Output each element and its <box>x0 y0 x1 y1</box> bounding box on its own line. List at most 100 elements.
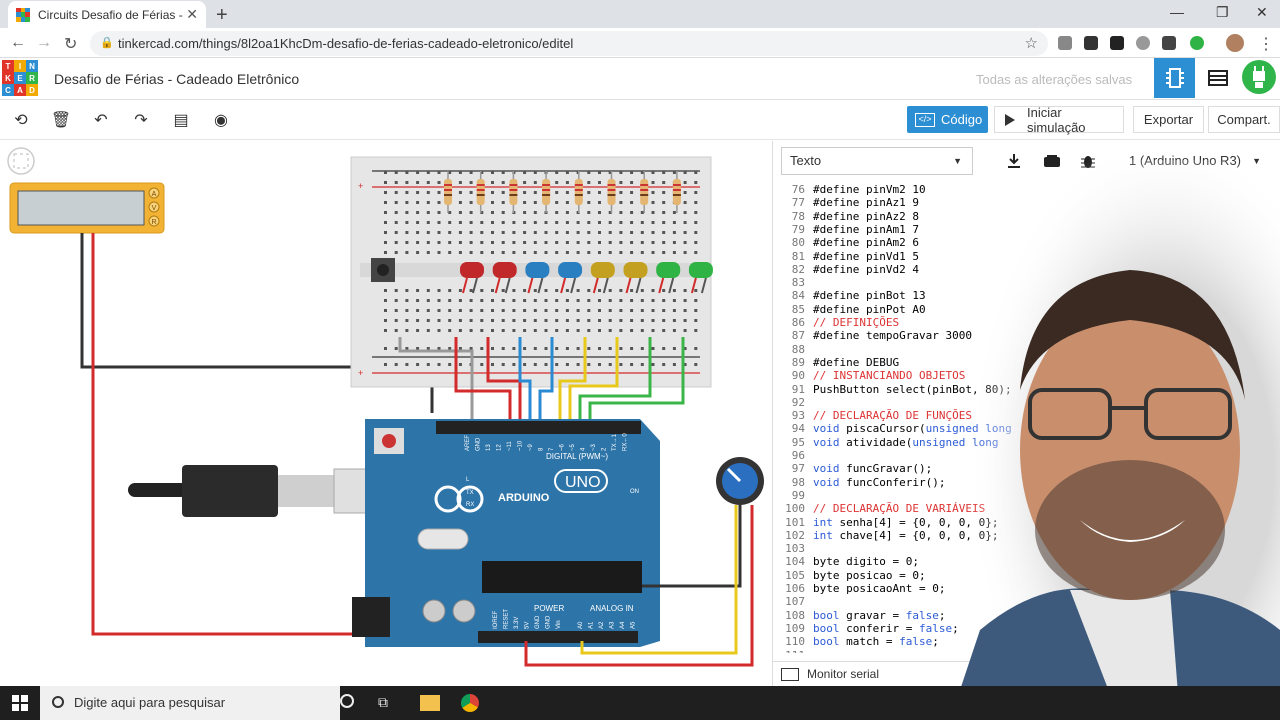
breadboard-hole <box>662 231 666 234</box>
wire-pot-yellow[interactable] <box>580 505 738 655</box>
led[interactable] <box>558 262 583 294</box>
resistor[interactable] <box>672 171 681 213</box>
extension-circle-icon[interactable] <box>1136 36 1150 50</box>
breadboard-hole <box>469 299 473 302</box>
taskbar-search[interactable]: Digite aqui para pesquisar <box>40 686 340 720</box>
wire-green-1[interactable] <box>578 337 652 427</box>
led[interactable] <box>656 262 681 294</box>
extension-pen-icon[interactable] <box>1162 36 1176 50</box>
start-simulation-button[interactable]: Iniciar simulação <box>994 105 1124 135</box>
taskview-icon[interactable]: ⧉ <box>378 694 388 710</box>
minimize-icon[interactable]: — <box>1170 4 1184 20</box>
profile-avatar[interactable] <box>1226 34 1244 52</box>
notes-icon[interactable]: ▤ <box>173 112 189 129</box>
windows-icon[interactable] <box>12 695 28 711</box>
resistor[interactable] <box>444 171 452 213</box>
back-icon[interactable]: ← <box>10 34 26 51</box>
extension-pocket-icon[interactable] <box>1084 36 1098 50</box>
component-list-button[interactable] <box>1198 58 1238 98</box>
pin-label: ~3 <box>591 443 597 451</box>
led[interactable] <box>590 262 615 294</box>
code-token: ; <box>938 608 946 622</box>
wire-black[interactable] <box>80 233 434 413</box>
user-avatar[interactable] <box>1242 60 1276 94</box>
redo-icon[interactable]: ↷ <box>134 112 148 129</box>
wire-pot-red[interactable] <box>524 505 754 667</box>
pin-label: A4 <box>620 621 626 629</box>
wire-pot-black[interactable] <box>642 505 742 588</box>
breadboard-hole <box>683 171 687 174</box>
code-button[interactable]: </> Código <box>907 106 988 133</box>
breadboard-hole <box>598 211 601 214</box>
breadboard-hole <box>512 289 516 292</box>
extension-drive-icon[interactable] <box>1058 36 1072 50</box>
fit-view-icon[interactable] <box>7 147 35 175</box>
maximize-icon[interactable]: ❐ <box>1216 4 1229 20</box>
resistor[interactable] <box>574 171 583 213</box>
cortana-icon[interactable] <box>340 694 354 708</box>
wire-green-2[interactable] <box>588 337 685 427</box>
extension-terminal-icon[interactable] <box>1110 36 1124 50</box>
arduino-uno[interactable]: ARDUINO UNO DIGITAL (PWM~) POWER ANALOG … <box>352 419 660 647</box>
wire-red-2[interactable] <box>486 337 522 427</box>
breadboard-hole <box>651 181 655 184</box>
potentiometer[interactable] <box>716 457 764 505</box>
resistor[interactable] <box>476 171 485 213</box>
led[interactable] <box>492 262 517 294</box>
resistor[interactable] <box>607 171 616 213</box>
breadboard-hole <box>501 319 505 322</box>
circuit-canvas[interactable]: A V R + + <box>0 141 772 686</box>
led[interactable] <box>525 262 550 294</box>
circuit-view-button[interactable] <box>1154 58 1195 98</box>
led[interactable] <box>623 262 648 294</box>
breadboard-hole <box>640 299 644 302</box>
code-mode-select[interactable]: Texto ▼ <box>781 147 973 175</box>
export-button[interactable]: Exportar <box>1133 106 1204 133</box>
wire-yellow-2[interactable] <box>568 337 619 427</box>
resistor[interactable] <box>542 171 551 213</box>
breadboard-hole <box>619 211 623 214</box>
wire-blue-1[interactable] <box>518 337 532 427</box>
multimeter[interactable]: A V R <box>9 182 165 234</box>
led[interactable] <box>460 262 484 294</box>
star-icon[interactable]: ☆ <box>1024 35 1038 52</box>
resistor[interactable] <box>509 171 518 213</box>
close-window-icon[interactable]: ✕ <box>1256 4 1268 20</box>
browser-tab[interactable]: Circuits Desafio de Férias - Cadeado Ele… <box>8 1 206 28</box>
delete-icon[interactable]: 🗑 <box>50 112 72 129</box>
wire-yellow-1[interactable] <box>558 337 587 427</box>
extension-green-icon[interactable] <box>1190 36 1204 50</box>
url-field[interactable]: 🔒 tinkercad.com/things/8l2oa1KhcDm-desaf… <box>90 31 1048 56</box>
breadboard-hole <box>672 171 676 174</box>
tab-close-icon[interactable]: ✕ <box>186 6 198 22</box>
wire-gray[interactable] <box>398 337 474 427</box>
logo-letter: K <box>2 72 14 84</box>
rotate-icon[interactable]: ⟲ <box>14 112 28 129</box>
project-title[interactable]: Desafio de Férias - Cadeado Eletrônico <box>54 71 300 87</box>
visibility-icon[interactable]: ◉ <box>214 112 228 129</box>
breadboard-hole <box>683 221 687 224</box>
tinkercad-logo[interactable]: T I N K E R C A D <box>2 60 38 96</box>
forward-icon[interactable]: → <box>36 34 52 51</box>
breadboard-hole <box>630 181 634 184</box>
breadboard-hole <box>672 309 676 312</box>
breadboard-hole <box>683 201 687 204</box>
breadboard-hole <box>598 289 601 292</box>
resistor[interactable] <box>640 171 649 213</box>
chrome-icon[interactable] <box>461 694 479 712</box>
breadboard-hole <box>576 251 580 254</box>
share-button[interactable]: Compart. <box>1208 106 1280 133</box>
wire-red-1[interactable] <box>454 337 512 427</box>
led[interactable] <box>688 262 713 294</box>
menu-icon[interactable]: ⋮ <box>1258 36 1274 53</box>
undo-icon[interactable]: ↶ <box>94 112 108 129</box>
wire-blue-2[interactable] <box>538 337 554 427</box>
breadboard-hole <box>587 289 591 292</box>
explorer-icon[interactable] <box>420 695 440 711</box>
new-tab-button[interactable]: + <box>216 4 228 26</box>
breadboard-hole <box>672 231 676 234</box>
reload-icon[interactable]: ↻ <box>64 36 78 53</box>
